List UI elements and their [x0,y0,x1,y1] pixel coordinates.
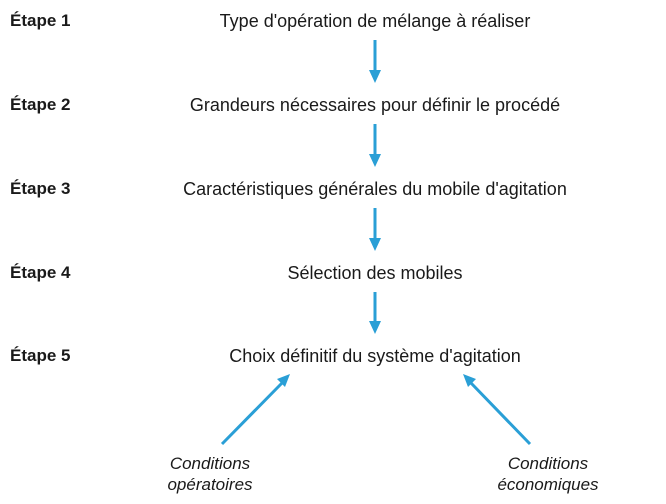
economic-conditions-line1: Conditions [507,454,589,473]
arrow-step3-to-step4 [369,208,381,251]
arrow-step2-to-step3 [369,124,381,167]
operating-conditions-line2: opératoires [167,475,253,494]
step-3-label: Étape 3 [10,179,71,198]
step-5-text: Choix définitif du système d'agitation [229,346,521,366]
step-1-label: Étape 1 [10,11,71,30]
arrow-step1-to-step2 [369,40,381,83]
economic-conditions-line2: économiques [497,475,599,494]
arrow-step4-to-step5 [369,292,381,334]
step-4-label: Étape 4 [10,263,71,282]
operating-conditions-line1: Conditions [169,454,251,473]
economic-conditions-label: Conditions économiques [483,453,613,495]
arrow-economic-conditions [463,374,532,446]
operating-conditions-label: Conditions opératoires [150,453,270,495]
step-1-text: Type d'opération de mélange à réaliser [219,11,531,31]
arrow-operating-conditions [220,374,290,446]
step-3-text: Caractéristiques générales du mobile d'a… [183,179,567,199]
step-5-label: Étape 5 [10,346,71,365]
step-2-label: Étape 2 [10,95,71,114]
step-4-text: Sélection des mobiles [287,263,463,283]
step-2-text: Grandeurs nécessaires pour définir le pr… [189,95,561,115]
